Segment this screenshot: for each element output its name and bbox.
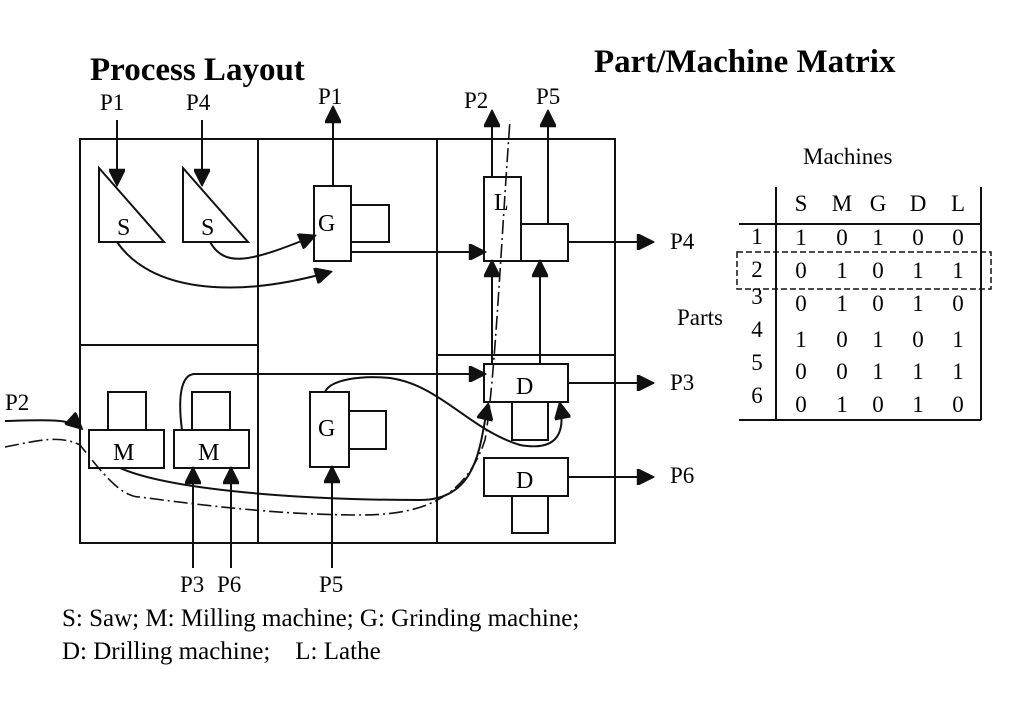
matrix-part-number: 4 xyxy=(751,317,763,342)
machine-label: G xyxy=(318,211,335,237)
flow-curve-saw2-to-grinder xyxy=(209,236,314,260)
matrix-cell: 0 xyxy=(912,225,924,250)
lathe-machine: L xyxy=(483,176,569,262)
matrix-cell: 0 xyxy=(872,291,884,316)
flow-label: P4 xyxy=(670,229,695,254)
machine-label: L xyxy=(494,190,509,216)
saw-machine-1: S xyxy=(98,165,167,243)
matrix-cell: 1 xyxy=(952,359,964,384)
matrix-cell: 0 xyxy=(836,225,848,250)
matrix-cell: 0 xyxy=(795,258,807,283)
matrix-cell: 1 xyxy=(795,225,807,250)
matrix-column-header: D xyxy=(910,191,927,216)
flow-label: P3 xyxy=(670,370,694,395)
matrix-cell: 1 xyxy=(952,258,964,283)
matrix-cell: 1 xyxy=(952,327,964,352)
drilling-machine-1: D xyxy=(483,363,569,441)
matrix-cell: 0 xyxy=(836,327,848,352)
matrix-cell: 1 xyxy=(912,359,924,384)
milling-machine-1: M xyxy=(88,391,165,469)
grinding-machine-1: G xyxy=(313,185,390,262)
saw-machine-2: S xyxy=(182,165,251,243)
flow-label: P3 xyxy=(180,572,204,597)
matrix-cell: 1 xyxy=(795,327,807,352)
flow-curve-mill-to-drill-bottom xyxy=(119,405,488,502)
matrix-cell: 0 xyxy=(836,359,848,384)
matrix-column-header: G xyxy=(870,191,887,216)
machine-label: G xyxy=(318,416,335,442)
milling-machine-2: M xyxy=(173,391,250,469)
matrix-cell: 0 xyxy=(952,392,964,417)
flow-label: P6 xyxy=(670,463,694,488)
part-2-route-dashdot xyxy=(4,119,511,516)
machine-label: M xyxy=(198,440,219,466)
machine-label: D xyxy=(516,468,533,494)
flow-curve-saw1-to-grinder xyxy=(116,241,330,289)
matrix-cell: 0 xyxy=(952,291,964,316)
matrix-cell: 1 xyxy=(912,258,924,283)
flow-label: P1 xyxy=(318,84,342,109)
matrix-part-number: 5 xyxy=(751,350,763,375)
flow-curve-grinder-to-drill xyxy=(324,376,562,448)
matrix-part-number: 6 xyxy=(751,383,763,408)
matrix-part-number: 3 xyxy=(751,284,763,309)
legend-line-2: D: Drilling machine; L: Lathe xyxy=(62,638,381,665)
matrix-cell: 1 xyxy=(872,225,884,250)
matrix-cell: 1 xyxy=(836,258,848,283)
matrix-cell: 0 xyxy=(795,291,807,316)
matrix-column-group-label: Machines xyxy=(803,144,892,169)
matrix-column-header: M xyxy=(832,191,852,216)
matrix-cell: 1 xyxy=(836,392,848,417)
matrix-cell: 1 xyxy=(912,291,924,316)
matrix-cell: 0 xyxy=(872,392,884,417)
matrix-part-number: 1 xyxy=(751,224,763,249)
machine-label: M xyxy=(113,440,134,466)
flow-label: P4 xyxy=(186,90,211,115)
matrix-cell: 1 xyxy=(836,291,848,316)
matrix-cell: 1 xyxy=(872,327,884,352)
floor-grid xyxy=(79,138,616,544)
matrix-cell: 0 xyxy=(872,258,884,283)
flow-arrows xyxy=(4,108,652,568)
grinding-machine-2: G xyxy=(309,391,387,468)
legend-line-1: S: Saw; M: Milling machine; G: Grinding … xyxy=(62,605,579,632)
matrix-cell: 1 xyxy=(912,392,924,417)
machine-label: S xyxy=(117,215,130,241)
flow-curve-mill-to-drill xyxy=(179,374,484,431)
matrix-part-number: 2 xyxy=(751,257,763,282)
highlight-row-box xyxy=(736,251,992,290)
machine-label: D xyxy=(516,374,533,400)
process-layout-title: Process Layout xyxy=(90,52,305,88)
flow-label: P1 xyxy=(100,90,124,115)
matrix-cell: 0 xyxy=(795,392,807,417)
machine-label: S xyxy=(201,215,214,241)
floor-outline xyxy=(79,138,616,544)
flow-label: P2 xyxy=(5,390,29,415)
matrix-cell: 1 xyxy=(872,359,884,384)
flow-label: P5 xyxy=(536,84,560,109)
drilling-machine-2: D xyxy=(483,457,569,534)
matrix-title: Part/Machine Matrix xyxy=(594,44,896,80)
matrix-column-header: L xyxy=(951,191,965,216)
matrix-column-header: S xyxy=(795,191,808,216)
flow-label: P5 xyxy=(319,572,343,597)
matrix-row-group-label: Parts xyxy=(677,305,723,330)
matrix-cell: 0 xyxy=(795,359,807,384)
flow-label: P2 xyxy=(464,88,488,113)
flow-curve-p2-in xyxy=(4,420,81,428)
matrix-cell: 0 xyxy=(912,327,924,352)
matrix-cell: 0 xyxy=(952,225,964,250)
flow-label: P6 xyxy=(217,572,241,597)
flow-labels: P1 P4 P1 P2 P5 P4 P3 P6 P2 P3 P6 P5 xyxy=(5,84,695,597)
